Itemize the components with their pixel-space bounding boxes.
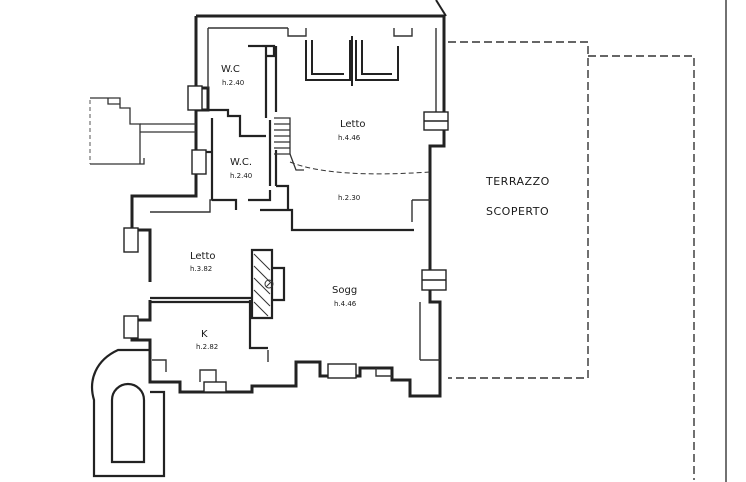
room-labels: W.C h.2.40 W.C. h.2.40 Letto h.4.46 h.2.…: [190, 64, 550, 351]
letto-lower-name: Letto: [190, 251, 216, 262]
wardrobes: [305, 36, 399, 86]
ceiling-change-line: [289, 161, 431, 175]
terrace-label-line2: SCOPERTO: [486, 205, 549, 218]
soggiorno-height: h.4.46: [334, 300, 357, 308]
soggiorno-name: Sogg: [332, 285, 357, 296]
passage-height: h.2.30: [338, 194, 360, 202]
wc-upper-height: h.2.40: [222, 79, 244, 87]
wc-upper-name: W.C: [221, 64, 240, 75]
kitchen-name: K: [201, 329, 208, 340]
left-annex: [90, 97, 196, 165]
staircase: [274, 117, 304, 171]
wc-lower-name: W.C.: [230, 157, 252, 168]
terrace-label-line1: TERRAZZO: [485, 175, 550, 188]
wall-inner-lines: [150, 27, 440, 382]
terrace-boundary: [448, 41, 695, 480]
kitchen-height: h.2.82: [196, 343, 218, 351]
letto-upper-height: h.4.46: [338, 134, 361, 142]
letto-lower-height: h.3.82: [190, 265, 212, 273]
letto-upper-name: Letto: [340, 119, 366, 130]
wc-lower-height: h.2.40: [230, 172, 252, 180]
windows: [123, 85, 449, 393]
arched-niche: [90, 348, 166, 478]
fireplace: [253, 253, 274, 317]
